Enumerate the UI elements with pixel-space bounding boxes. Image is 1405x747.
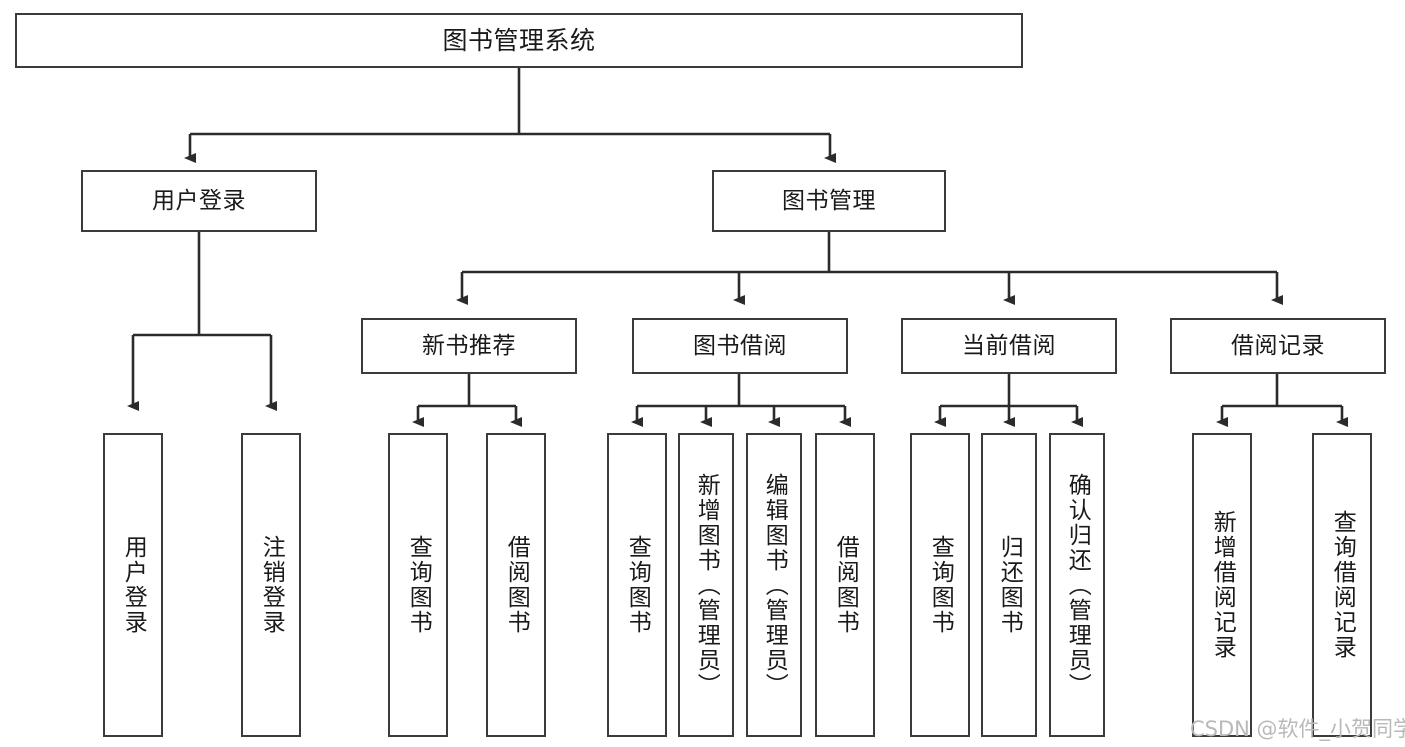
leaf-query-borrow-record[interactable]: 查询借阅记录 (1312, 433, 1372, 737)
node-label: 新增借阅记录 (1209, 510, 1236, 660)
node-label: 查询图书 (405, 535, 432, 635)
node-label: 借阅图书 (832, 535, 859, 635)
node-book-borrow[interactable]: 图书借阅 (632, 318, 848, 374)
node-label: 查询借阅记录 (1329, 510, 1356, 660)
leaf-query-book-borrow[interactable]: 查询图书 (607, 433, 667, 737)
node-label: 编辑图书（管理员） (761, 472, 788, 698)
node-label: 当前借阅 (962, 332, 1056, 359)
leaf-query-book-current[interactable]: 查询图书 (910, 433, 970, 737)
watermark-text: CSDN @软件_小贺同学 (1190, 717, 1405, 741)
leaf-user-login[interactable]: 用户登录 (103, 433, 163, 737)
node-user-login[interactable]: 用户登录 (81, 170, 317, 232)
node-label: 图书管理系统 (442, 26, 596, 55)
leaf-logout[interactable]: 注销登录 (241, 433, 301, 737)
leaf-query-book-recommend[interactable]: 查询图书 (388, 433, 448, 737)
node-label: 借阅图书 (503, 535, 530, 635)
leaf-borrow-book[interactable]: 借阅图书 (815, 433, 875, 737)
node-label: 借阅记录 (1231, 332, 1325, 359)
node-label: 用户登录 (152, 187, 246, 214)
node-borrow-record[interactable]: 借阅记录 (1170, 318, 1386, 374)
node-current-borrow[interactable]: 当前借阅 (901, 318, 1117, 374)
node-label: 新书推荐 (422, 332, 516, 359)
node-label: 用户登录 (120, 535, 147, 635)
node-label: 确认归还（管理员） (1064, 472, 1091, 698)
node-book-management[interactable]: 图书管理 (712, 170, 946, 232)
node-label: 查询图书 (927, 535, 954, 635)
leaf-add-book-admin[interactable]: 新增图书（管理员） (678, 433, 734, 737)
node-label: 查询图书 (624, 535, 651, 635)
node-label: 归还图书 (996, 535, 1023, 635)
node-label: 图书管理 (782, 187, 876, 214)
leaf-add-borrow-record[interactable]: 新增借阅记录 (1192, 433, 1252, 737)
node-label: 图书借阅 (693, 332, 787, 359)
leaf-edit-book-admin[interactable]: 编辑图书（管理员） (746, 433, 802, 737)
leaf-return-book[interactable]: 归还图书 (981, 433, 1037, 737)
node-label: 注销登录 (258, 535, 285, 635)
leaf-borrow-book-recommend[interactable]: 借阅图书 (486, 433, 546, 737)
node-new-book-recommend[interactable]: 新书推荐 (361, 318, 577, 374)
node-label: 新增图书（管理员） (693, 472, 720, 698)
node-root[interactable]: 图书管理系统 (15, 13, 1023, 68)
leaf-confirm-return-admin[interactable]: 确认归还（管理员） (1049, 433, 1105, 737)
